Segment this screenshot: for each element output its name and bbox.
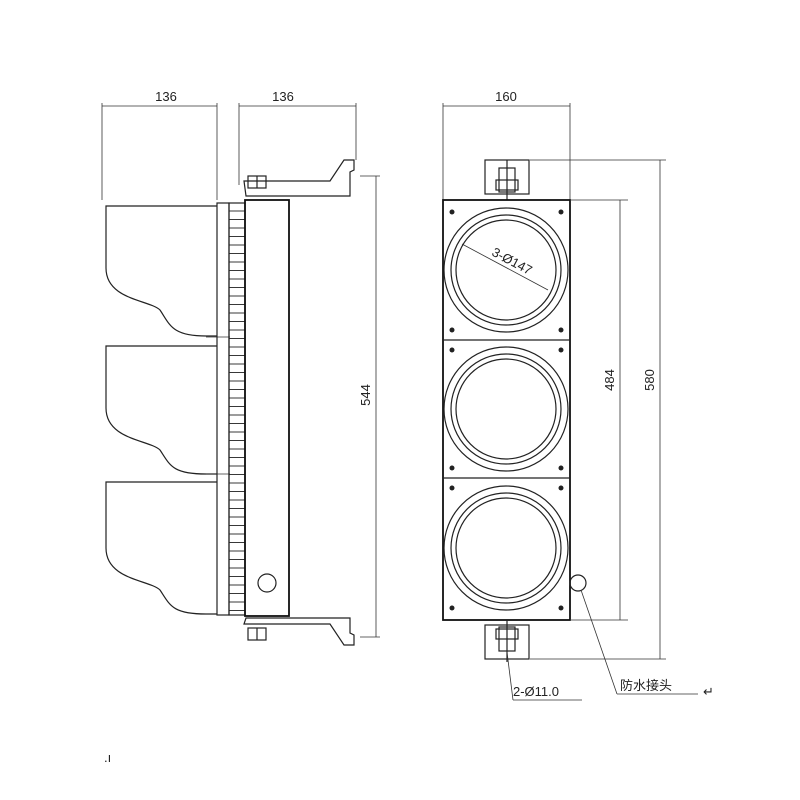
dim-front-total-height: 580 (642, 369, 657, 391)
front-view: 160 3-Ø147 (442, 89, 714, 701)
dim-body-width: 136 (272, 89, 294, 104)
waterproof-joint-shape (569, 574, 587, 592)
top-mount (484, 159, 530, 200)
lens-green (443, 485, 569, 611)
lens-diameter-label: 3-Ø147 (489, 244, 534, 278)
waterproof-joint-label: 防水接头 (620, 678, 672, 694)
return-mark: ↵ (703, 685, 714, 700)
mount-hole-label: 2-Ø11.0 (513, 684, 559, 699)
bottom-mount (484, 620, 530, 662)
visor-top (105, 205, 217, 337)
dim-front-width: 160 (495, 89, 517, 104)
corner-screws (449, 209, 564, 611)
side-cable-port (257, 573, 277, 593)
dim-visor-width: 136 (155, 89, 177, 104)
housing-ribs (229, 210, 245, 611)
visor-bottom (105, 481, 217, 615)
dim-front-inner-height: 484 (602, 369, 617, 391)
dim-side-height: 544 (358, 384, 373, 406)
visor-middle (105, 345, 217, 475)
stray-mark: .ı (104, 750, 111, 765)
side-view: 136 136 (101, 89, 380, 646)
lens-red (443, 207, 569, 333)
lens-yellow (443, 346, 569, 472)
top-bracket (243, 159, 355, 197)
bottom-bracket (243, 617, 355, 646)
